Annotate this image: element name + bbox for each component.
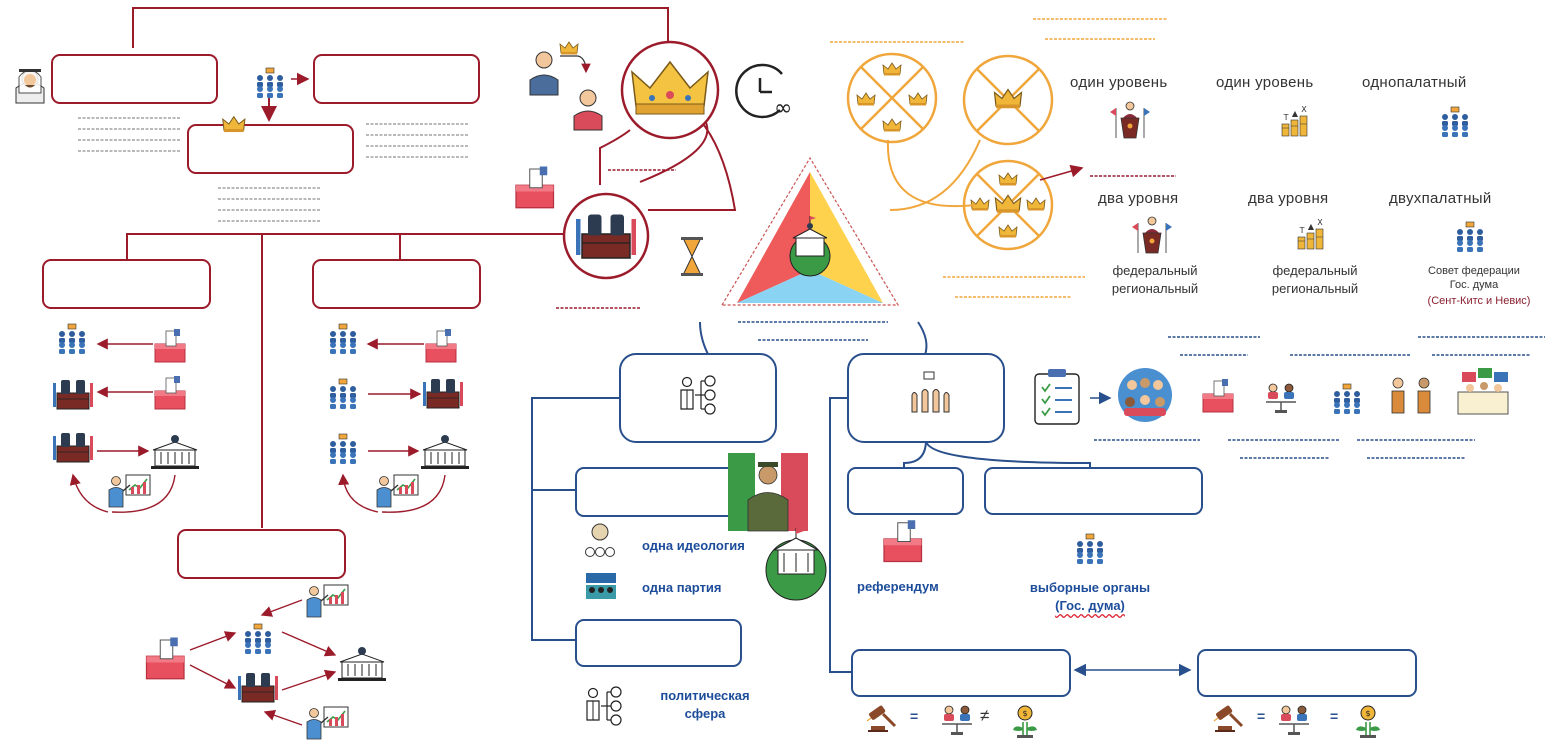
coins-icon-2 [1355, 705, 1381, 739]
protest-icon [1457, 368, 1509, 415]
connector-unitary [886, 139, 976, 208]
label-political: политическая [660, 688, 750, 703]
citizens-icon [1118, 368, 1172, 422]
parliament-icon [562, 192, 650, 280]
label-referendum: референдум [857, 579, 939, 594]
party-icon [586, 573, 616, 599]
republic-box-2[interactable] [312, 259, 481, 309]
placeholder-lines-gray [78, 117, 468, 222]
unitary-circle [846, 52, 938, 144]
placeholder-lines-red [556, 169, 676, 309]
formal-democracy-box[interactable] [1197, 649, 1417, 697]
connector-top [132, 7, 669, 55]
podium-icon [1109, 101, 1151, 139]
label-one-ideology: одна идеология [642, 538, 745, 553]
direct-democracy-box[interactable] [847, 467, 964, 515]
republic-box-1[interactable] [42, 259, 211, 309]
delegates-icon [1441, 106, 1469, 138]
label-elected-bodies-group: выборные органы (Гос. дума) [1010, 579, 1170, 615]
ballot-box-icon-2 [1202, 378, 1234, 413]
coins-icon [1012, 705, 1038, 739]
regime-branch [531, 321, 1091, 673]
detail-state-duma: Гос. дума [1449, 279, 1499, 291]
mixed-republic-flows [145, 584, 387, 740]
crown-small-icon [222, 116, 246, 133]
candidates-icon [1391, 377, 1431, 414]
detail-regional-1: региональный [1111, 281, 1199, 296]
authoritarian-box[interactable] [575, 619, 742, 667]
equals-sign-3: = [1330, 708, 1339, 724]
connector-parl-triangle [648, 119, 737, 211]
label-one-level-1: один уровень [1070, 74, 1168, 91]
hierarchy-icon-2 [586, 686, 622, 726]
scales-icon-3 [1278, 705, 1310, 736]
ideology-icon [585, 523, 615, 557]
hourglass-icon [681, 237, 703, 276]
republic-box-3[interactable] [177, 529, 346, 579]
coins-stack-icon [1281, 104, 1308, 137]
label-two-levels-2: два уровня [1248, 190, 1329, 207]
ballot-box-icon [515, 165, 555, 209]
label-elected-bodies: выборные органы [1029, 580, 1151, 595]
detail-example-country: (Сент-Китс и Невис) [1427, 295, 1531, 307]
single-crown-circle [962, 54, 1054, 146]
delegates-icon-3 [1333, 383, 1361, 415]
scales-icon [1265, 383, 1297, 414]
label-state-duma: (Гос. дума) [1055, 598, 1125, 613]
people-transfer-icon [529, 41, 603, 131]
not-equals-sign: ≠ [980, 706, 990, 725]
delegates-icon-2 [1456, 221, 1484, 253]
infinity-clock-icon: ∞ [735, 63, 792, 121]
detail-federation-council: Совет федерации [1428, 265, 1520, 277]
infinity-symbol: ∞ [774, 96, 792, 121]
raised-hands-icon [911, 371, 950, 413]
liberal-democracy-box[interactable] [851, 649, 1071, 697]
label-sphere: сфера [684, 706, 726, 721]
republic-right-flows [329, 323, 470, 513]
podium-icon-2 [1131, 216, 1173, 254]
placeholder-lines-orange [830, 18, 1168, 298]
elected-bodies-icon [1076, 533, 1104, 565]
crown-icon [620, 40, 720, 140]
globe-government-icon [765, 528, 827, 601]
label-one-level-2: один уровень [1216, 74, 1314, 91]
detail-federal-1: федеральный [1112, 263, 1198, 278]
label-unicameral: однопалатный [1362, 74, 1467, 91]
republic-left-flows [52, 323, 200, 513]
federation-circle [962, 159, 1054, 251]
scales-icon-2 [941, 705, 973, 736]
monarchy-box-1[interactable] [51, 54, 218, 104]
label-bicameral: двухпалатный [1389, 190, 1492, 207]
placeholder-lines-blue-right [1094, 336, 1545, 459]
gavel-icon [865, 703, 897, 734]
connector-single [889, 139, 981, 211]
totalitarian-sub-box[interactable] [575, 467, 737, 517]
arrow-federation [1039, 164, 1084, 181]
checklist-icon [1034, 369, 1080, 425]
connector-crown-parl [599, 129, 631, 185]
connector-crown-right [639, 119, 709, 183]
detail-regional-2: региональный [1271, 281, 1359, 296]
government-building-icon [789, 216, 831, 277]
center-triangle [720, 156, 900, 306]
totalitarian-box[interactable] [619, 353, 777, 443]
monarchy-box-2[interactable] [313, 54, 480, 104]
coins-stack-icon-2 [1297, 217, 1324, 250]
label-political-sphere: политическая сфера [640, 687, 770, 723]
label-one-party: одна партия [642, 580, 722, 595]
sheikh-icon [15, 69, 45, 104]
representative-democracy-box[interactable] [984, 467, 1203, 515]
equals-sign-1: = [910, 708, 919, 724]
detail-federal-2: федеральный [1272, 263, 1358, 278]
monarchy-box-3[interactable] [187, 124, 354, 174]
soldier-icon [728, 453, 808, 532]
placeholder-lines-blue-center [738, 321, 888, 341]
referendum-ballot-icon [883, 519, 923, 563]
crowd-icon [256, 67, 284, 99]
equals-sign-2: = [1257, 708, 1266, 724]
label-two-levels-1: два уровня [1098, 190, 1179, 207]
gavel-icon-2 [1212, 703, 1244, 734]
